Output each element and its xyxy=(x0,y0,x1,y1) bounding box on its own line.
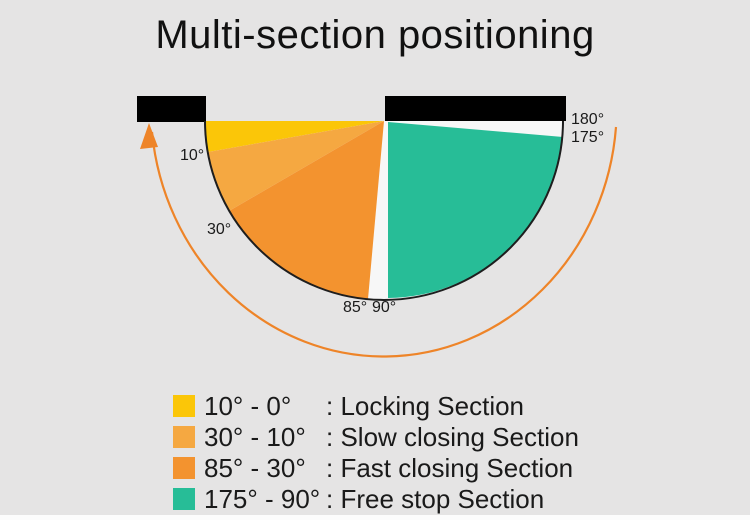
angle-label-30: 30° xyxy=(207,221,232,238)
fast-closing-section-wedge xyxy=(229,121,384,299)
legend-label: : Free stop Section xyxy=(326,484,545,514)
locking-section-wedge xyxy=(205,121,384,152)
legend-label: : Slow closing Section xyxy=(326,422,579,452)
angle-label-180: 180° xyxy=(571,111,605,128)
legend-range: 10° - 0° xyxy=(204,391,292,421)
free-stop-section-wedge xyxy=(388,122,563,298)
legend-label: : Fast closing Section xyxy=(326,453,574,483)
legend-range: 175° - 90° xyxy=(204,484,321,514)
legend-range: 85° - 30° xyxy=(204,453,306,483)
slow-closing-color-swatch xyxy=(173,426,195,448)
door-frame-left-block xyxy=(137,96,206,122)
free-stop-color-swatch xyxy=(173,488,195,510)
angle-label-85: 85° xyxy=(343,299,368,316)
door-swing-arrow-arc xyxy=(150,126,618,358)
page-title: Multi-section positioning xyxy=(155,13,595,57)
fan-outline-arc xyxy=(204,120,564,301)
door-frame-right-block xyxy=(385,96,566,121)
legend-row-fast-closing: 85° - 30° : Fast closing Section xyxy=(173,453,579,483)
slow-closing-section-wedge xyxy=(208,121,384,211)
bottom-white-strip xyxy=(0,515,750,520)
angle-label-90: 90° xyxy=(372,299,397,316)
angle-label-10: 10° xyxy=(180,147,205,164)
legend-row-free-stop: 175° - 90° : Free stop Section xyxy=(173,484,579,514)
angle-label-175: 175° xyxy=(571,129,605,146)
legend-range: 30° - 10° xyxy=(204,422,306,452)
fast-closing-color-swatch xyxy=(173,457,195,479)
legend-row-locking: 10° - 0° : Locking Section xyxy=(173,391,579,421)
locking-color-swatch xyxy=(173,395,195,417)
legend-row-slow-closing: 30° - 10° : Slow closing Section xyxy=(173,422,579,452)
swing-arrowhead-icon xyxy=(140,123,158,149)
legend-label: : Locking Section xyxy=(326,391,525,421)
legend: 10° - 0° : Locking Section 30° - 10° : S… xyxy=(173,391,579,519)
